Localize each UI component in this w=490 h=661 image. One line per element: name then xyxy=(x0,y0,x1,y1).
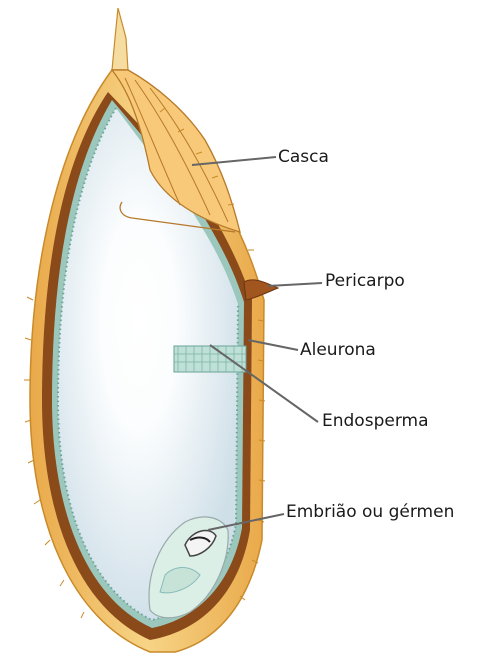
leader-pericarpo xyxy=(268,283,322,286)
label-casca: Casca xyxy=(278,147,329,167)
label-embriao: Embrião ou gérmen xyxy=(286,502,454,522)
label-aleurona: Aleurona xyxy=(300,340,376,360)
label-pericarpo: Pericarpo xyxy=(325,271,405,291)
label-endosperma: Endosperma xyxy=(322,411,428,431)
awn xyxy=(112,8,128,70)
endosperm-cell-block xyxy=(174,346,246,372)
